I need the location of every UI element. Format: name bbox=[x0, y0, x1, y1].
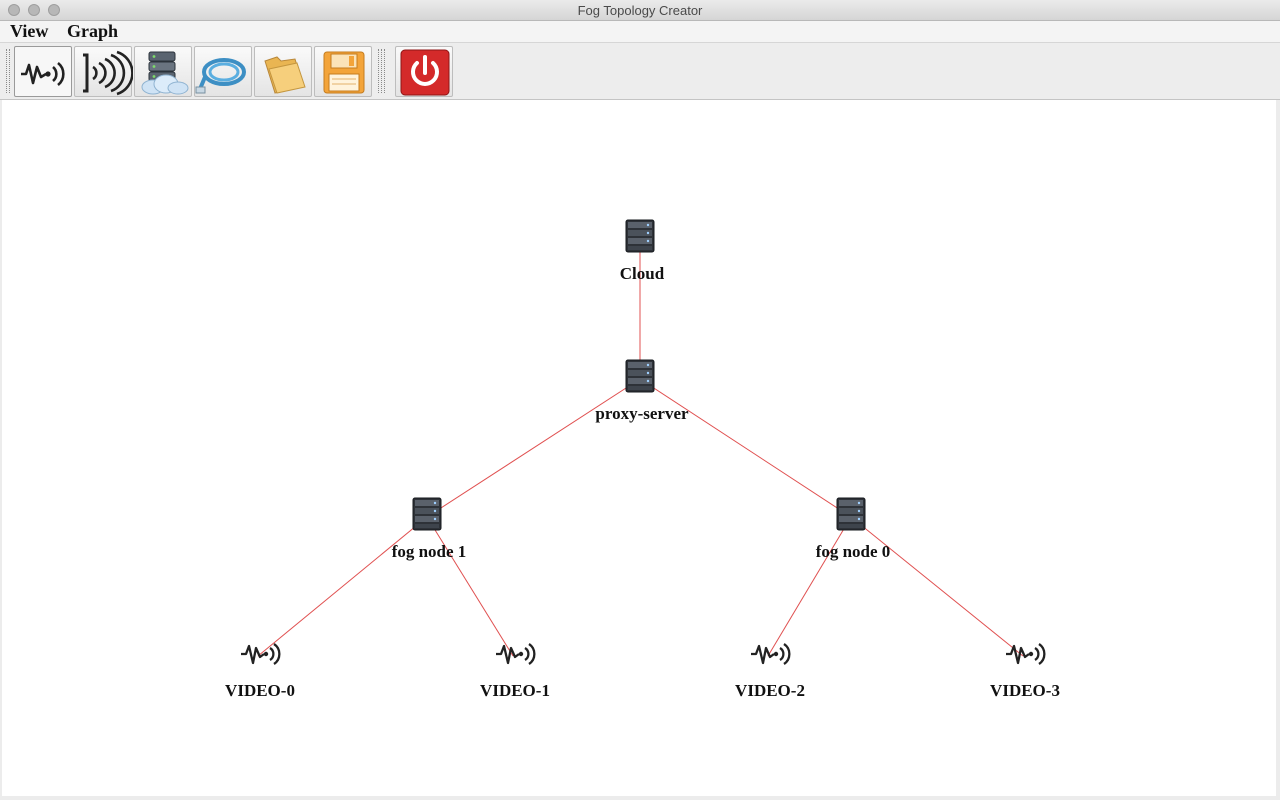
node-label: fog node 0 bbox=[816, 542, 891, 561]
open-tool-button[interactable] bbox=[254, 46, 312, 97]
link-proxy-fog0[interactable] bbox=[639, 378, 852, 518]
menu-view[interactable]: View bbox=[10, 21, 49, 41]
exit-tool-button[interactable] bbox=[395, 46, 453, 97]
node-label: VIDEO-3 bbox=[990, 681, 1060, 700]
link-fog1-v0[interactable] bbox=[257, 516, 428, 657]
minimize-window-button[interactable] bbox=[28, 4, 40, 16]
title-bar[interactable]: Fog Topology Creator bbox=[0, 0, 1280, 21]
window-title: Fog Topology Creator bbox=[577, 3, 703, 18]
folder-icon bbox=[264, 56, 306, 94]
toolbar-separator-line-2 bbox=[384, 49, 386, 93]
topology-canvas[interactable]: Cloud proxy-server fog node 1 fog node 0 VID… bbox=[2, 100, 1276, 796]
node-label: Cloud bbox=[620, 264, 665, 283]
node-v2[interactable]: VIDEO-2 bbox=[735, 643, 805, 700]
node-label: VIDEO-1 bbox=[480, 681, 550, 700]
actuator-tool-button[interactable] bbox=[74, 46, 133, 97]
link-proxy-fog1[interactable] bbox=[426, 378, 641, 518]
sensor-tool-button[interactable] bbox=[14, 46, 72, 97]
node-label: VIDEO-0 bbox=[225, 681, 295, 700]
node-label: VIDEO-2 bbox=[735, 681, 805, 700]
toolbar-grip[interactable] bbox=[6, 49, 8, 93]
node-proxy[interactable]: proxy-server bbox=[595, 359, 689, 423]
link-fog1-v1[interactable] bbox=[426, 516, 514, 657]
node-v3[interactable]: VIDEO-3 bbox=[990, 643, 1060, 700]
zoom-window-button[interactable] bbox=[48, 4, 60, 16]
server-icon bbox=[412, 497, 442, 531]
topology-graph[interactable]: Cloud proxy-server fog node 1 fog node 0 VID… bbox=[2, 100, 1276, 796]
server-cloud-icon bbox=[141, 51, 189, 95]
sensor-wave-icon bbox=[496, 643, 536, 665]
signal-waves-icon bbox=[83, 50, 133, 96]
toolbar-grip-line bbox=[9, 49, 11, 93]
toolbar-separator-line bbox=[381, 49, 383, 93]
node-cloud[interactable]: Cloud bbox=[620, 219, 665, 283]
link-tool-button[interactable] bbox=[194, 46, 252, 97]
node-v0[interactable]: VIDEO-0 bbox=[225, 643, 295, 700]
fog-device-tool-button[interactable] bbox=[134, 46, 192, 97]
node-label: proxy-server bbox=[595, 404, 689, 423]
node-v1[interactable]: VIDEO-1 bbox=[480, 643, 550, 700]
toolbar bbox=[0, 43, 1280, 100]
node-fog0[interactable]: fog node 0 bbox=[816, 497, 891, 561]
save-tool-button[interactable] bbox=[314, 46, 372, 97]
floppy-disk-icon bbox=[323, 51, 365, 94]
server-icon bbox=[625, 219, 655, 253]
link-fog0-v3[interactable] bbox=[850, 516, 1024, 657]
power-icon bbox=[400, 49, 450, 96]
sensor-wave-icon bbox=[1006, 643, 1046, 665]
link-fog0-v2[interactable] bbox=[767, 516, 852, 657]
server-icon bbox=[625, 359, 655, 393]
sensor-wave-icon bbox=[21, 61, 65, 87]
toolbar-separator bbox=[378, 49, 380, 93]
close-window-button[interactable] bbox=[8, 4, 20, 16]
node-fog1[interactable]: fog node 1 bbox=[392, 497, 467, 561]
menu-bar: View Graph bbox=[0, 21, 1280, 43]
sensor-wave-icon bbox=[751, 643, 791, 665]
cable-icon bbox=[195, 58, 246, 94]
server-icon bbox=[836, 497, 866, 531]
node-label: fog node 1 bbox=[392, 542, 467, 561]
menu-graph[interactable]: Graph bbox=[67, 21, 119, 41]
sensor-wave-icon bbox=[241, 643, 281, 665]
